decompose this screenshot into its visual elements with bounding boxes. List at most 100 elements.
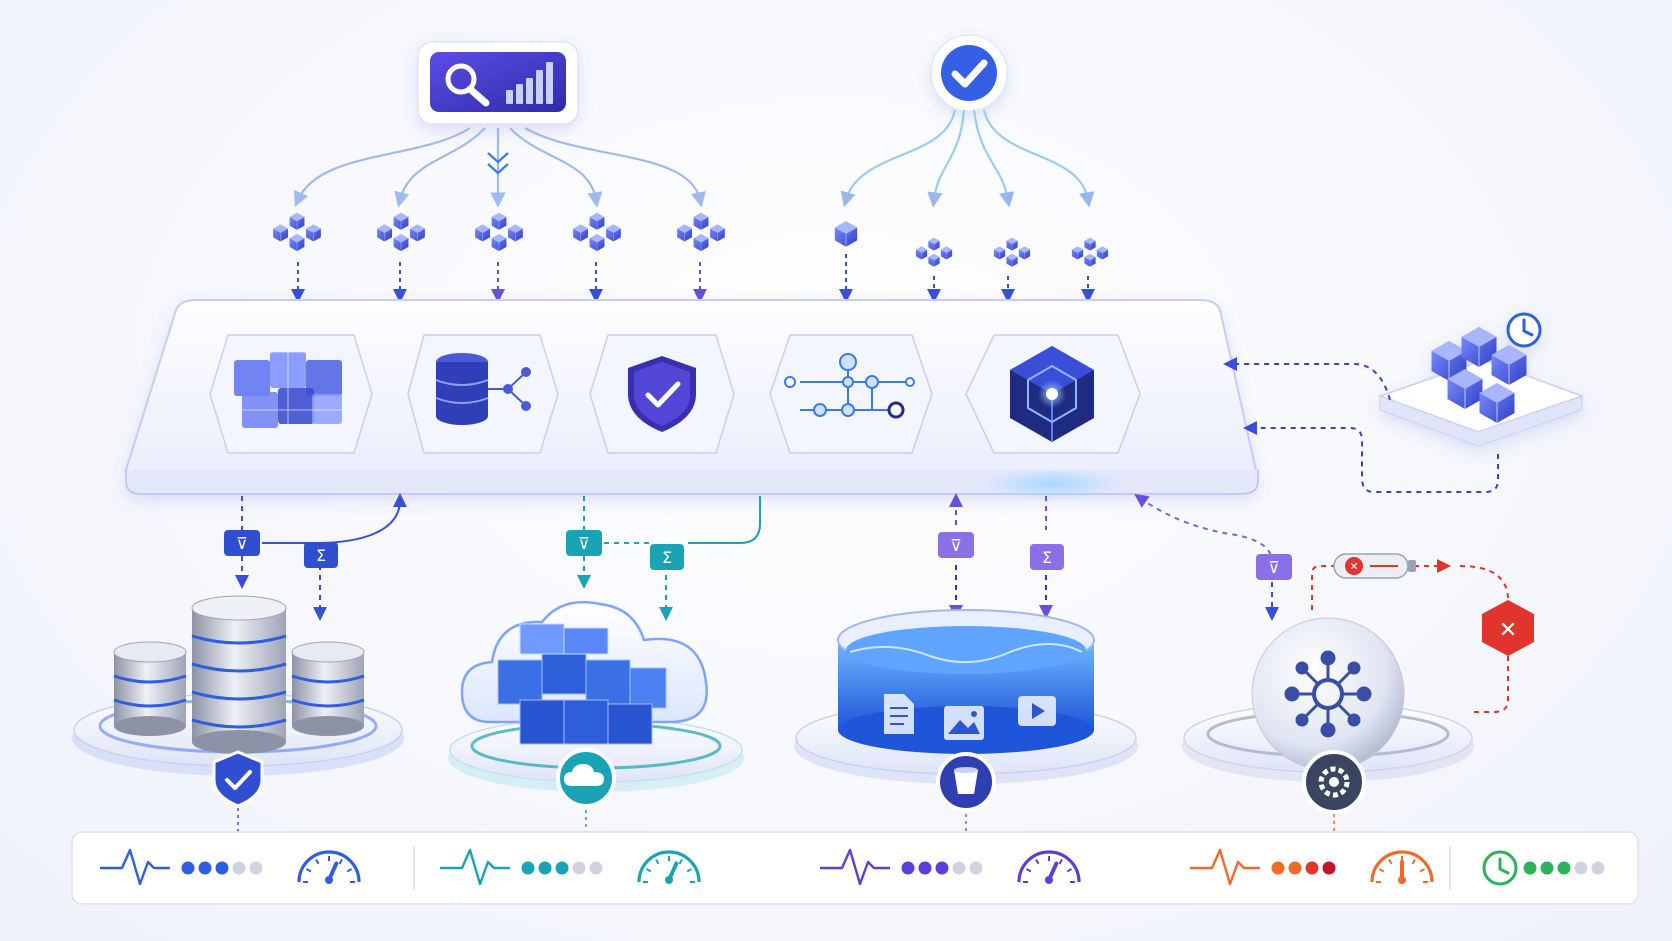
cube-cluster-icon xyxy=(475,213,523,251)
sum-badge-2[interactable]: Σ xyxy=(650,544,684,570)
workflow-module[interactable] xyxy=(769,334,933,454)
ingest-cube-clusters xyxy=(273,213,1108,267)
bucket-icon xyxy=(936,752,996,812)
filter-icon: ⊽ xyxy=(1268,558,1280,577)
link-cluster-4 xyxy=(1134,493,1279,621)
cube-grid-icon xyxy=(497,623,667,745)
single-cube-icon xyxy=(834,220,858,248)
core-glow xyxy=(982,468,1122,500)
filter-badge-4[interactable]: ⊽ xyxy=(1256,554,1292,580)
check-icon xyxy=(951,59,988,88)
status-dot xyxy=(538,861,552,875)
sum-icon: Σ xyxy=(662,548,672,567)
monitor-group-5[interactable] xyxy=(1482,850,1605,886)
video-icon xyxy=(1018,696,1056,726)
monitor-group-1[interactable] xyxy=(100,848,361,886)
database-stack-right xyxy=(291,641,365,736)
network-hub-icon xyxy=(1284,650,1372,738)
status-dot xyxy=(901,861,915,875)
gauge-icon xyxy=(1017,850,1081,884)
status-dot xyxy=(1574,861,1588,875)
filter-icon: ⊽ xyxy=(950,536,962,555)
link-cluster-3 xyxy=(949,493,1053,619)
cube-grid-icon xyxy=(234,351,342,428)
document-icon xyxy=(884,694,914,734)
error-pill-icon[interactable]: ✕ xyxy=(1333,553,1416,579)
filter-badge-3[interactable]: ⊽ xyxy=(938,532,974,558)
ingest-arrows xyxy=(291,254,1095,303)
filter-badge-2[interactable]: ⊽ xyxy=(566,530,602,556)
search-analytics-node[interactable] xyxy=(417,41,579,125)
pulse-icon xyxy=(440,848,510,886)
search-fanout-flows xyxy=(294,127,707,208)
cube-cluster-icon xyxy=(916,238,952,267)
gauge-icon xyxy=(297,850,361,884)
monitor-layer xyxy=(100,848,1605,886)
cube-grid-module[interactable] xyxy=(209,334,373,454)
status-dot xyxy=(1288,861,1302,875)
data-lake[interactable] xyxy=(794,609,1138,812)
sum-icon: Σ xyxy=(316,546,326,565)
gear-icon xyxy=(1302,750,1366,814)
monitor-group-4[interactable] xyxy=(1190,848,1434,886)
magnifier-icon xyxy=(445,63,490,107)
bar-chart-icon xyxy=(506,62,553,104)
status-dot xyxy=(215,861,229,875)
pulse-icon xyxy=(820,848,890,886)
security-module[interactable] xyxy=(589,334,735,454)
clock-icon xyxy=(1482,850,1518,886)
scheduled-cube-store[interactable] xyxy=(1377,312,1585,447)
database-stack-left xyxy=(113,641,187,736)
database-lineage-module[interactable] xyxy=(407,334,559,454)
side-node-links xyxy=(1223,357,1499,493)
cloud-icon xyxy=(556,748,616,808)
database-stack-center xyxy=(191,595,287,754)
status-dot xyxy=(181,861,195,875)
core-engine-module[interactable] xyxy=(965,334,1141,454)
status-dot xyxy=(521,861,535,875)
database-network-icon xyxy=(435,353,531,425)
status-dot xyxy=(1523,861,1537,875)
pulse-icon xyxy=(100,848,170,886)
status-dot xyxy=(1271,861,1285,875)
gauge-icon xyxy=(1370,850,1434,884)
chevron-down-icon xyxy=(487,152,509,175)
status-dot xyxy=(572,861,586,875)
status-dot xyxy=(249,861,263,875)
error-x-mark: ✕ xyxy=(1349,560,1358,573)
network-hub-sphere[interactable] xyxy=(1182,617,1474,814)
sum-badge-1[interactable]: Σ xyxy=(304,542,338,568)
shield-check-icon xyxy=(628,356,696,432)
status-dot xyxy=(589,861,603,875)
svg-text:✕: ✕ xyxy=(1499,618,1517,643)
cloud-cube-store[interactable] xyxy=(448,600,744,808)
cube-cluster-icon xyxy=(377,213,425,251)
filter-badge-1[interactable]: ⊽ xyxy=(224,530,260,556)
status-dot xyxy=(555,861,569,875)
database-cluster[interactable] xyxy=(72,595,404,808)
status-dot xyxy=(1591,861,1605,875)
cube-cluster-icon xyxy=(1072,238,1108,267)
shield-check-icon xyxy=(212,750,264,808)
glowing-cube-icon xyxy=(1010,346,1094,442)
status-dot xyxy=(1322,861,1336,875)
status-dot xyxy=(952,861,966,875)
error-path: ✕ ✕ xyxy=(1311,553,1534,713)
clock-icon xyxy=(1506,312,1542,348)
monitor-group-2[interactable] xyxy=(440,848,701,886)
status-dot xyxy=(969,861,983,875)
validation-node[interactable] xyxy=(930,34,1008,112)
filter-icon: ⊽ xyxy=(578,534,590,553)
cube-cluster-icon xyxy=(677,213,725,251)
workflow-graph-icon xyxy=(784,353,915,419)
status-dot xyxy=(1305,861,1319,875)
gauge-icon xyxy=(637,850,701,884)
cube-cluster-icon xyxy=(573,213,621,251)
status-dot xyxy=(918,861,932,875)
monitor-group-3[interactable] xyxy=(820,848,1081,886)
status-dot xyxy=(232,861,246,875)
error-hexagon-icon[interactable]: ✕ xyxy=(1482,600,1534,656)
image-icon xyxy=(944,706,984,740)
sum-badge-3[interactable]: Σ xyxy=(1030,544,1064,570)
